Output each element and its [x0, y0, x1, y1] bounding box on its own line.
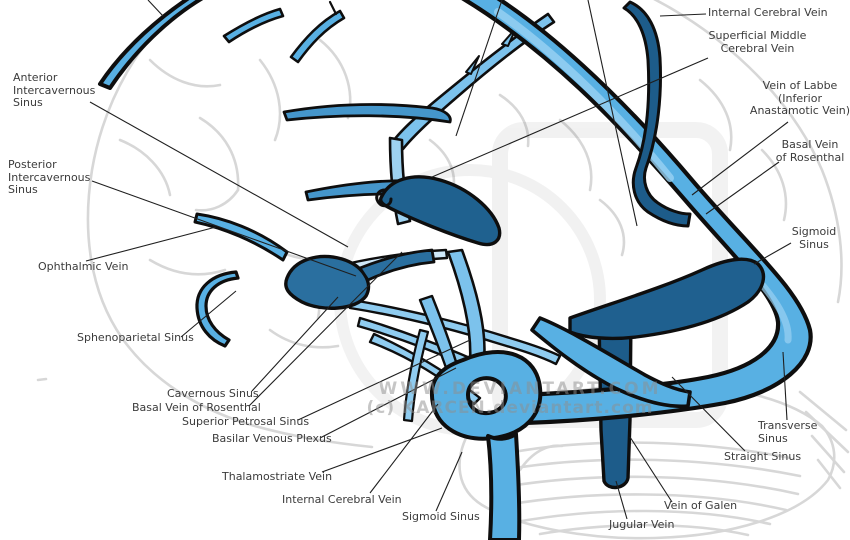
sphenoparietal-sinus-shape	[195, 270, 240, 348]
label-sphenoparietal-sinus: Sphenoparietal Sinus	[77, 331, 194, 344]
label-sigmoid-sinus-bottom: Sigmoid Sinus	[402, 510, 480, 523]
superior-sagittal-sinus-anterior	[98, 0, 204, 90]
leader-lines	[85, 0, 792, 520]
ophthalmic-vein-shape	[193, 212, 289, 262]
cavernous-sinus-shape	[284, 254, 371, 310]
label-sigmoid-sinus-right: Sigmoid Sinus	[791, 225, 837, 251]
cortical-vein-1	[222, 7, 285, 44]
label-basal-vein-of-rosenthal-right: Basal Vein of Rosenthal	[775, 138, 845, 164]
brain-sketch	[36, 0, 850, 540]
label-vein-of-galen: Vein of Galen	[664, 499, 738, 512]
watermark-line1: WWW.DEVIANTART.COM	[378, 379, 662, 399]
watermark-line2: (c) KARCEN.deviantart.com	[366, 398, 654, 418]
label-cavernous-sinus: Cavernous Sinus	[167, 387, 259, 400]
sigmoid-sinus-dark-shape	[568, 257, 766, 341]
label-thalamostriate-vein: Thalamostriate Vein	[222, 470, 333, 483]
superficial-middle-cerebral-vein-shape	[282, 103, 452, 124]
cortical-vein-2	[289, 9, 346, 64]
label-jugular-vein: Jugular Vein	[609, 518, 675, 531]
veins	[98, 0, 813, 540]
label-vein-of-labbe: Vein of Labbe (Inferior Anastamotic Vein…	[749, 79, 850, 117]
label-superior-petrosal-sinus: Superior Petrosal Sinus	[182, 415, 310, 428]
internal-jugular-continuation	[486, 432, 522, 540]
label-anterior-intercavernous-sinus: Anterior Intercavernous Sinus	[13, 71, 96, 109]
label-basal-vein-of-rosenthal-left: Basal Vein of Rosenthal	[132, 401, 261, 414]
vein-of-labbe-shape	[622, 0, 692, 228]
label-posterior-intercavernous-sinus: Posterior Intercavernous Sinus	[8, 158, 91, 196]
label-straight-sinus: Straight Sinus	[724, 450, 802, 463]
label-transverse-sinus: Transverse Sinus	[758, 419, 818, 445]
straight-sinus-shape	[530, 316, 692, 409]
label-internal-cerebral-vein-top: Internal Cerebral Vein	[708, 6, 828, 19]
label-superficial-middle-cerebral-vein: Superficial Middle Cerebral Vein	[708, 29, 807, 55]
label-basilar-venous-plexus: Basilar Venous Plexus	[212, 432, 332, 445]
galenic-vein-complex	[378, 175, 502, 247]
label-internal-cerebral-vein-bottom: Internal Cerebral Vein	[282, 493, 402, 506]
label-ophthalmic-vein: Ophthalmic Vein	[38, 260, 129, 273]
